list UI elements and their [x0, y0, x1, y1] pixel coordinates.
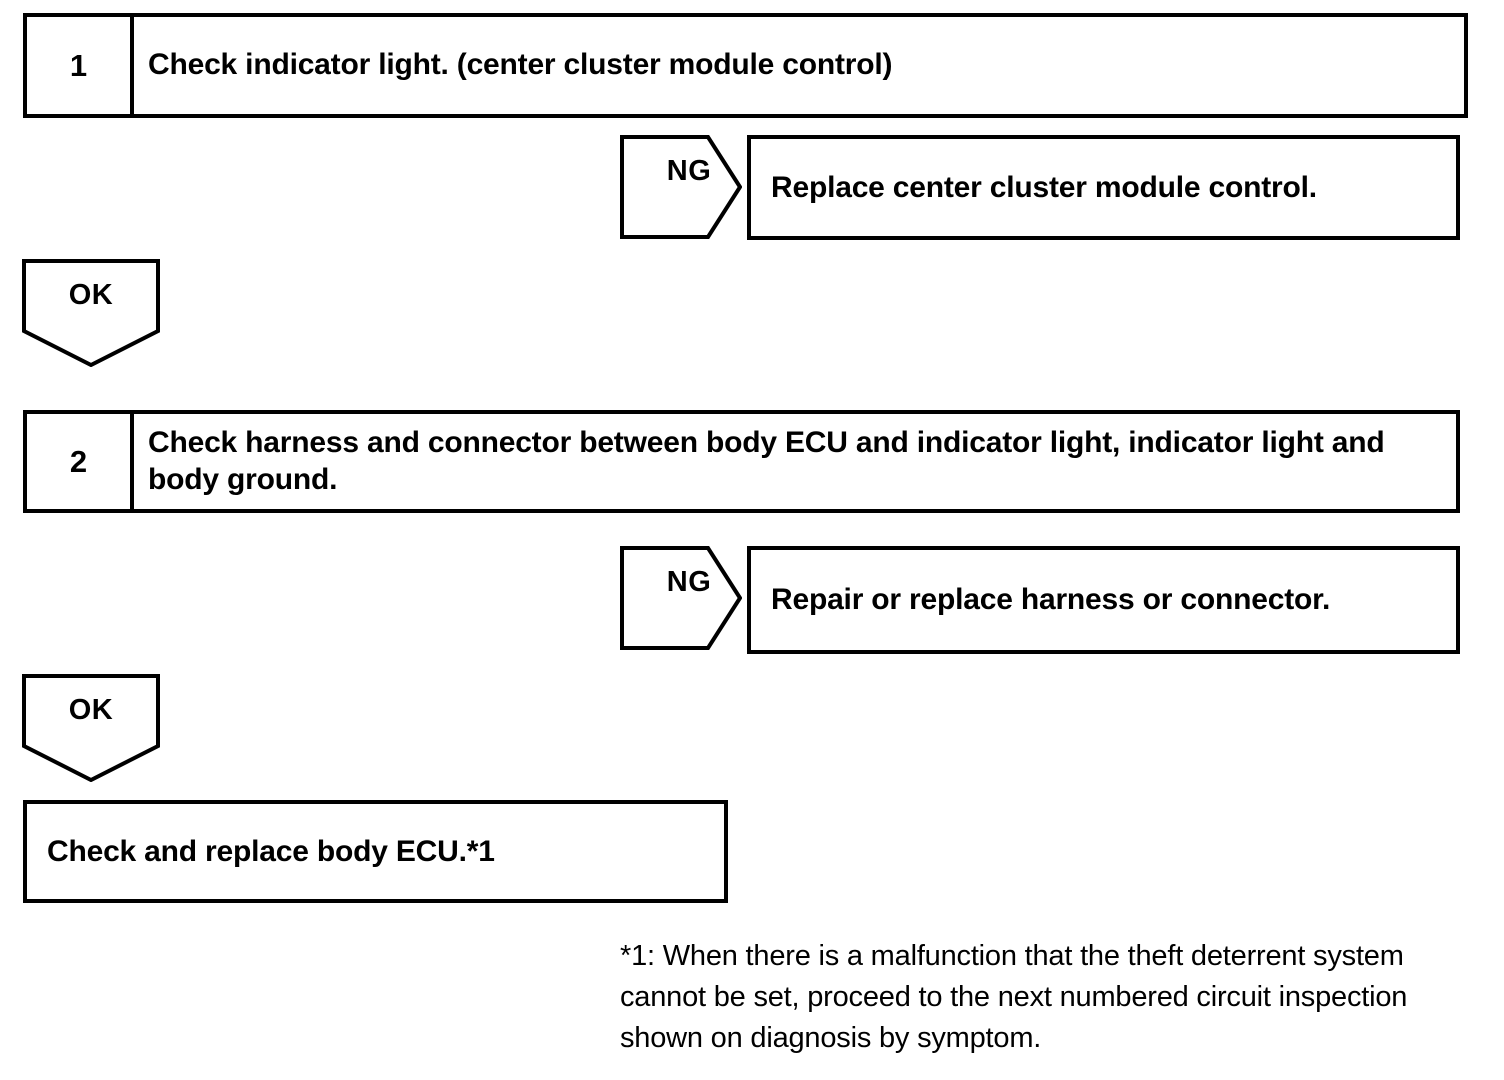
ok-tag-2: OK [22, 674, 160, 782]
ng-pentagon-icon [620, 546, 742, 650]
step-number-2: 2 [27, 414, 134, 509]
step-number-1: 1 [27, 17, 134, 114]
ng-tag-2: NG [620, 546, 742, 650]
ok-tag-label-2: OK [68, 693, 114, 726]
ng-tag-label-2: NG [666, 565, 712, 598]
ng-result-box-2: Repair or replace harness or connector. [747, 546, 1460, 654]
step-box-2: 2 Check harness and connector between bo… [23, 410, 1460, 513]
step-box-1: 1 Check indicator light. (center cluster… [23, 13, 1468, 118]
ng-result-box-1: Replace center cluster module control. [747, 135, 1460, 240]
ok-tag-label-1: OK [68, 278, 114, 311]
step-text-2: Check harness and connector between body… [148, 425, 1385, 496]
footnote-text: *1: When there is a malfunction that the… [620, 940, 1408, 1055]
ng-result-text-1: Replace center cluster module control. [771, 170, 1317, 204]
ok-pentagon-icon [22, 674, 160, 782]
ng-pentagon-icon [620, 135, 742, 239]
ng-tag-1: NG [620, 135, 742, 239]
final-action-box: Check and replace body ECU.*1 [23, 800, 728, 903]
ok-tag-1: OK [22, 259, 160, 367]
step-text-1: Check indicator light. (center cluster m… [148, 48, 893, 82]
ok-pentagon-icon [22, 259, 160, 367]
ng-result-text-2: Repair or replace harness or connector. [771, 583, 1331, 616]
ng-tag-label-1: NG [666, 154, 712, 187]
final-action-text: Check and replace body ECU.*1 [47, 834, 495, 868]
